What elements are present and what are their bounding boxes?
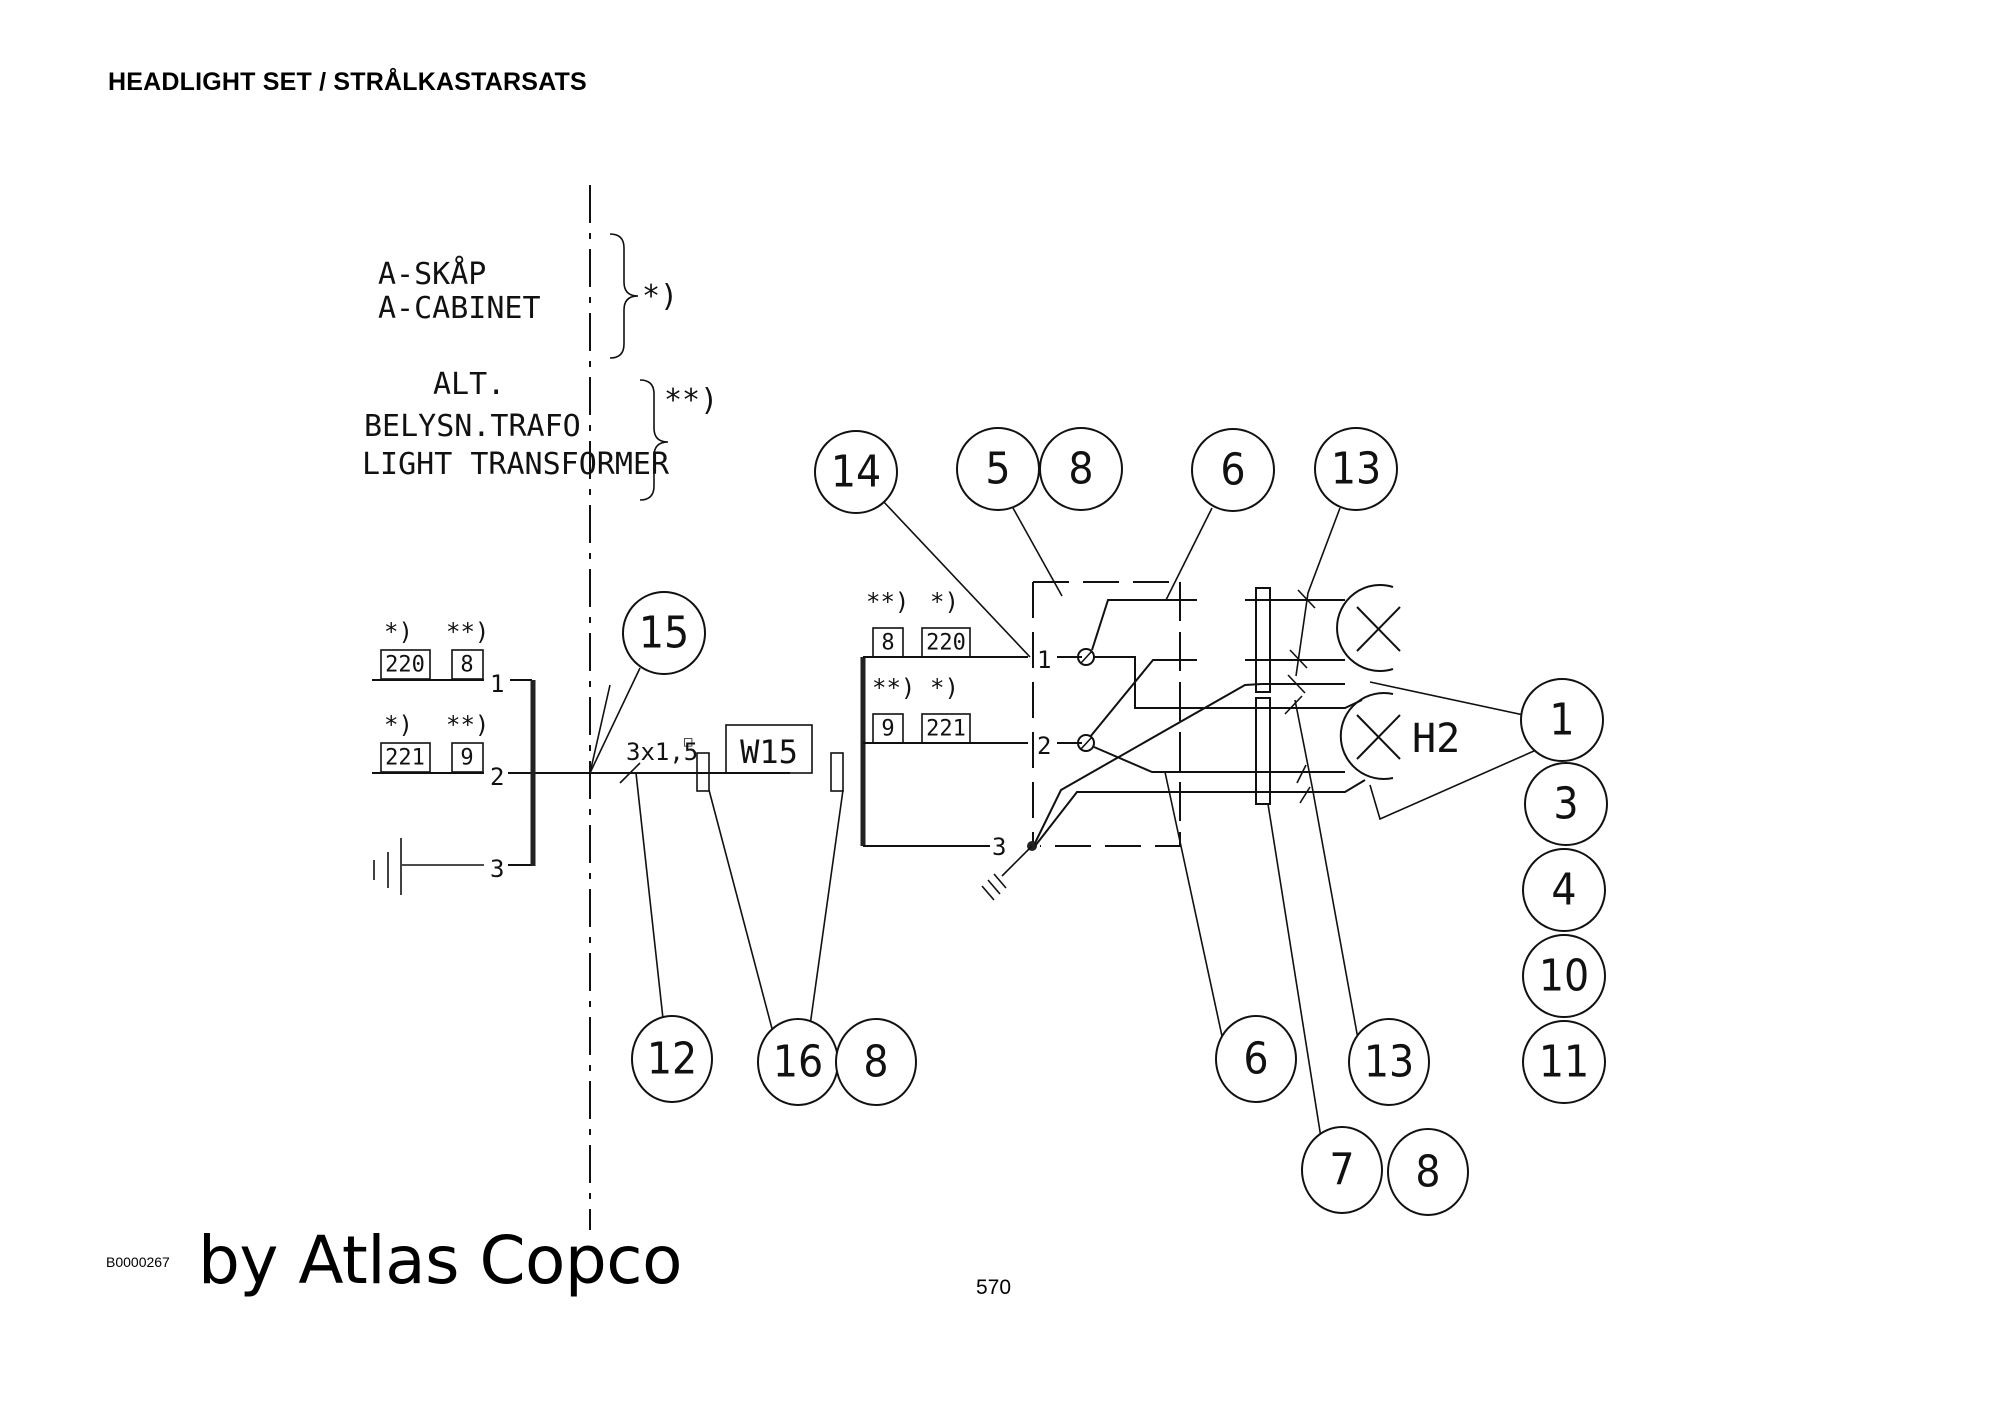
wire — [1091, 599, 1197, 651]
item-bubble: 3 — [1524, 762, 1608, 846]
wire-tag-label: 9 — [881, 717, 894, 742]
wire-tag-label: 221 — [926, 717, 966, 742]
transformer-label-en: LIGHT TRANSFORMER — [362, 447, 670, 482]
cable-gland — [696, 752, 710, 792]
item-bubble: 8 — [1039, 427, 1123, 511]
item-bubble: 15 — [622, 591, 706, 675]
marker: **) — [446, 711, 489, 739]
item-bubble: 12 — [631, 1015, 713, 1103]
svg-text:16: 16 — [773, 1037, 823, 1088]
connector — [1255, 587, 1271, 693]
lamp-id: H2 — [1412, 716, 1460, 762]
cabinet-marker: *) — [642, 279, 678, 314]
svg-text:11: 11 — [1539, 1037, 1589, 1088]
wire — [1034, 683, 1263, 844]
item-bubble: 10 — [1522, 934, 1606, 1018]
marker: *) — [384, 711, 413, 739]
marker: **) — [446, 618, 489, 646]
svg-text:8: 8 — [863, 1037, 888, 1088]
screw-terminal — [1077, 734, 1095, 752]
cabinet-brace — [609, 233, 639, 359]
wire-tag-label: 8 — [460, 653, 473, 678]
svg-text:1: 1 — [1549, 695, 1574, 746]
item-bubble: 4 — [1522, 848, 1606, 932]
cabinet-label-sv: A-SKÅP — [378, 256, 486, 292]
item-bubble: 14 — [814, 430, 898, 514]
svg-text:5: 5 — [985, 444, 1010, 495]
svg-text:13: 13 — [1364, 1037, 1414, 1088]
svg-text:8: 8 — [1068, 444, 1093, 495]
item-bubble: 13 — [1314, 427, 1398, 511]
svg-text:7: 7 — [1329, 1145, 1354, 1196]
wire-tag-label: 220 — [385, 653, 425, 678]
leader — [589, 667, 641, 774]
item-bubble: 13 — [1348, 1018, 1430, 1106]
wire — [1089, 659, 1197, 738]
cable-spec: 3x1,5 — [626, 738, 698, 766]
document-code: B0000267 — [106, 1254, 170, 1270]
pin-label: 3 — [490, 855, 504, 883]
headlight-lamp — [1336, 584, 1401, 672]
screw-slot — [1080, 650, 1093, 664]
cabinet-label-en: A-CABINET — [378, 291, 541, 326]
headlight-lamp-h2 — [1339, 692, 1401, 780]
marker: *) — [384, 618, 413, 646]
svg-text:8: 8 — [1415, 1147, 1440, 1198]
item-bubble: 5 — [956, 427, 1040, 511]
pin-label: 3 — [992, 833, 1006, 861]
wire-tag-label: 220 — [926, 631, 966, 656]
alt-label: ALT. — [433, 367, 505, 402]
cable-tick — [619, 762, 641, 784]
svg-text:4: 4 — [1551, 865, 1576, 916]
svg-text:12: 12 — [647, 1034, 697, 1085]
pin-label: 1 — [1037, 646, 1051, 674]
item-bubble: 8 — [1387, 1128, 1469, 1216]
svg-text:10: 10 — [1539, 951, 1589, 1002]
cable-spec-unit: □ — [684, 734, 693, 750]
marker: **) — [872, 674, 915, 702]
item-bubble: 11 — [1522, 1020, 1606, 1104]
transformer-brace — [639, 379, 669, 501]
item-bubble: 7 — [1301, 1126, 1383, 1214]
wire-tag-label: 8 — [881, 631, 894, 656]
svg-text:13: 13 — [1331, 444, 1381, 495]
wire-tag-label: 9 — [460, 746, 473, 771]
marker: *) — [930, 674, 959, 702]
item-bubble: 6 — [1191, 428, 1275, 512]
page-title: HEADLIGHT SET / STRÅLKASTARSATS — [108, 68, 587, 96]
marker: *) — [930, 588, 959, 616]
ground-symbol — [981, 845, 1033, 901]
cable-id-box — [725, 724, 813, 774]
junction-box — [1033, 581, 1181, 847]
screw-slot — [1080, 736, 1093, 750]
svg-text:3: 3 — [1553, 779, 1578, 830]
leader-lines — [589, 499, 1544, 1164]
item-bubble: 16 — [757, 1018, 839, 1106]
svg-text:15: 15 — [639, 608, 689, 659]
page-number: 570 — [976, 1276, 1012, 1299]
transformer-label-sv: BELYSN.TRAFO — [364, 409, 581, 444]
item-bubble: 1 — [1520, 678, 1604, 762]
watermark: by Atlas Copco — [198, 1222, 682, 1299]
cable-gland — [830, 752, 844, 792]
svg-text:6: 6 — [1243, 1034, 1268, 1085]
transformer-marker: **) — [664, 383, 718, 418]
pin-label: 1 — [490, 670, 504, 698]
cable-id: W15 — [740, 733, 798, 771]
marker: **) — [866, 588, 909, 616]
item-bubble: 8 — [835, 1018, 917, 1106]
ground-symbol — [373, 838, 402, 895]
pin-label: 2 — [490, 763, 504, 791]
svg-text:14: 14 — [831, 447, 881, 498]
wire — [1094, 656, 1363, 709]
item-bubble: 6 — [1215, 1015, 1297, 1103]
svg-text:6: 6 — [1220, 445, 1245, 496]
pin-label: 2 — [1037, 732, 1051, 760]
wire — [1034, 779, 1366, 847]
wire — [1093, 746, 1345, 773]
connector — [1255, 697, 1271, 805]
wire-tag-label: 221 — [385, 746, 425, 771]
